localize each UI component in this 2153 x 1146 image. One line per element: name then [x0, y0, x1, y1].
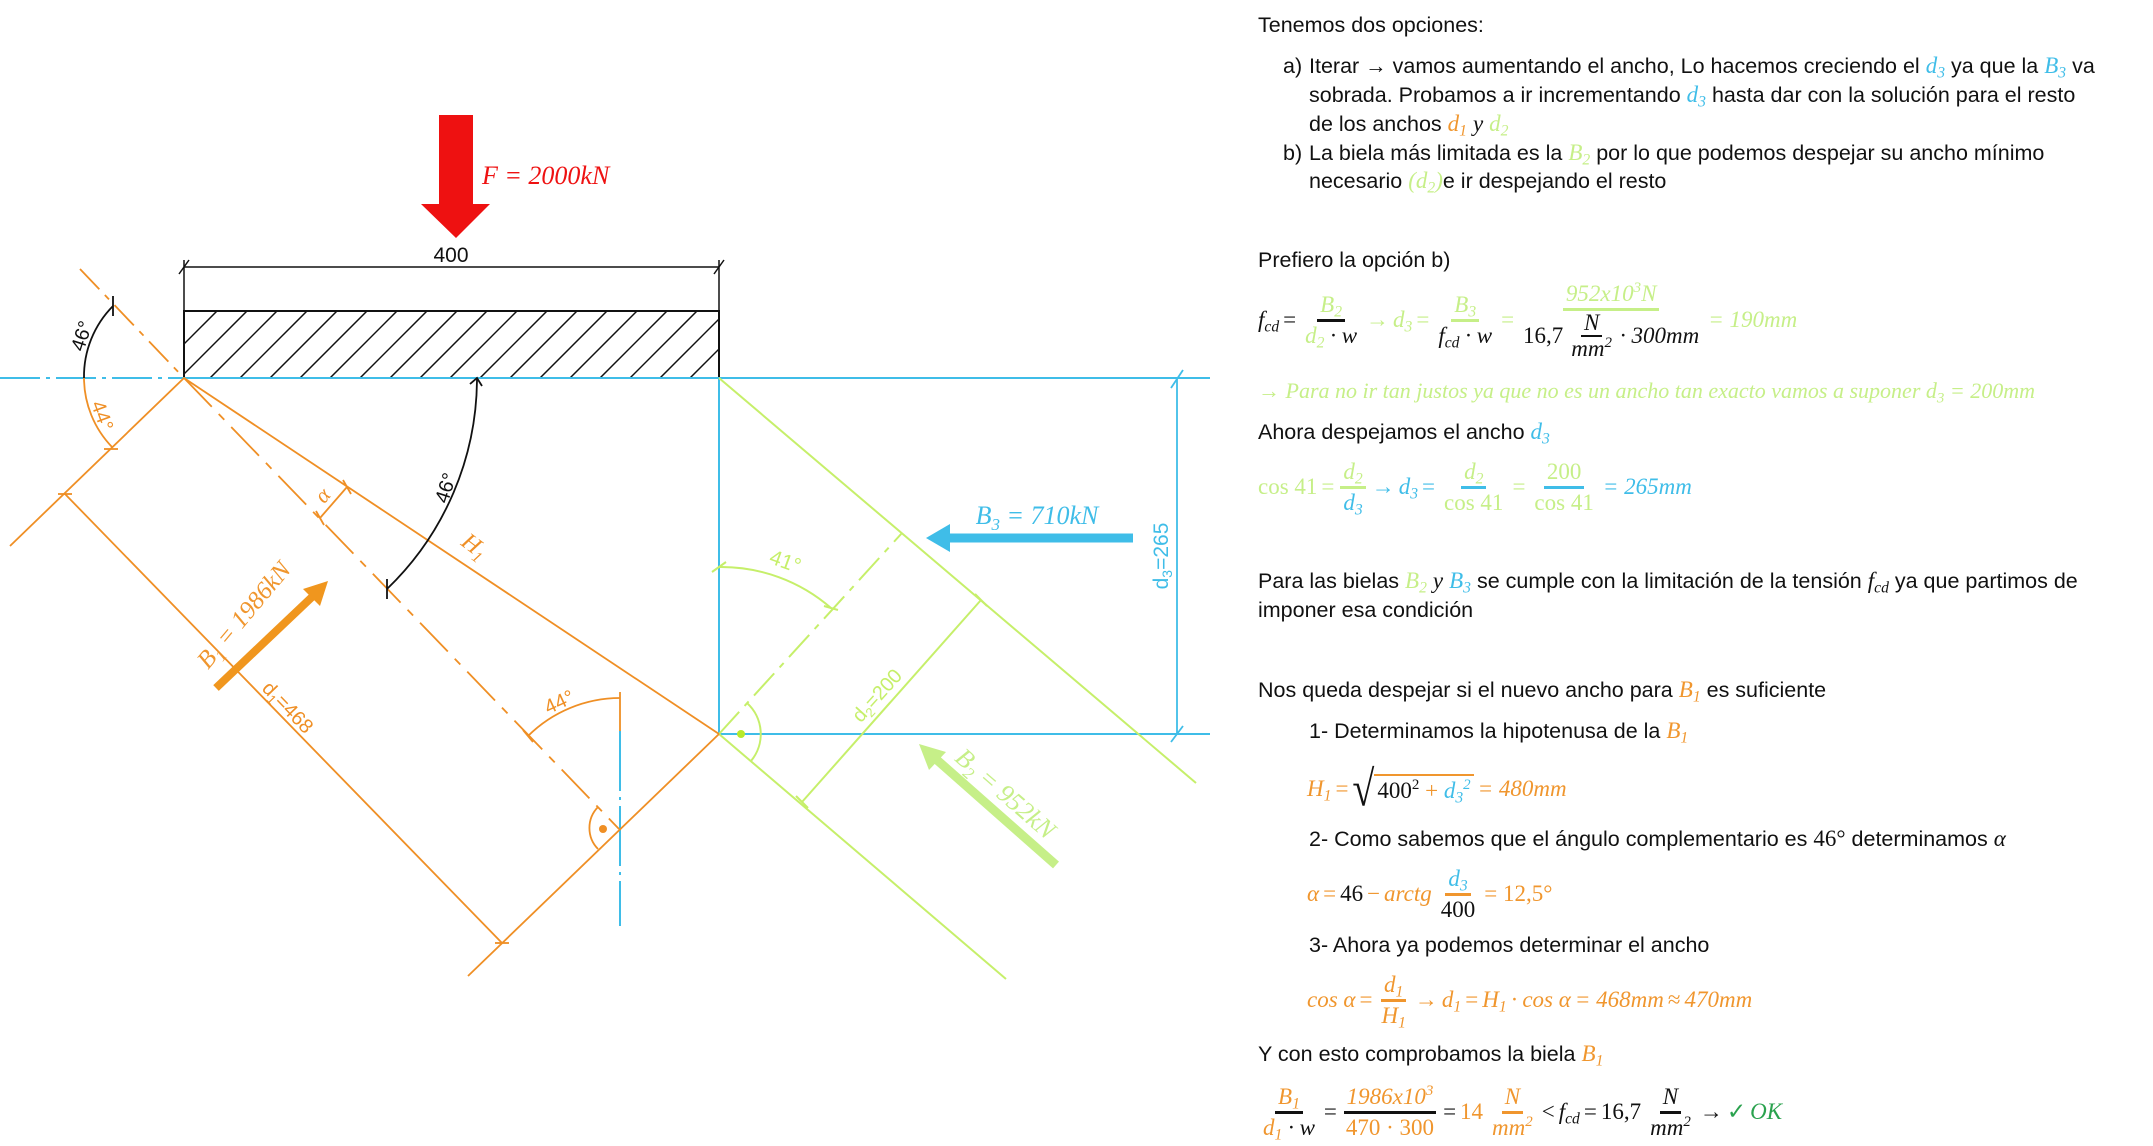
- hatch-line: [209, 311, 278, 378]
- B3-arrow-head: [926, 524, 950, 552]
- force-arrow-F: [421, 115, 490, 238]
- equation-H1: H1 = √4002 + d32 = 480mm: [1307, 760, 1567, 817]
- hatch-line: [569, 311, 638, 378]
- d1-dimension-label: d1=468: [256, 677, 317, 739]
- angle-41-label: 41°: [766, 546, 804, 578]
- hatch-line: [299, 311, 368, 378]
- option-b-line-2: necesario (d2)e ir despejando el resto: [1309, 168, 1667, 197]
- angle-44-bottom-label: 44°: [541, 686, 578, 719]
- d3-dimension-label: d3=265: [1150, 523, 1175, 590]
- B2-arrow-shaft: [934, 756, 1059, 869]
- para-bielas-line-2: imponer esa condición: [1258, 598, 1474, 622]
- option-a-line-1: Iterar → vamos aumentando el ancho, Lo h…: [1309, 53, 2095, 82]
- hatch-line: [629, 311, 698, 378]
- B2-strut-lines: [711, 377, 1197, 980]
- var-B3: B3: [2044, 53, 2067, 82]
- hatch-line: [599, 311, 668, 378]
- hatch-line: [389, 311, 458, 378]
- hatch-line: [184, 311, 218, 346]
- step-2-text: 2- Como sabemos que el ángulo complement…: [1309, 826, 2006, 851]
- hatch-line: [419, 311, 488, 378]
- hatch-line: [720, 311, 787, 378]
- nos-queda-text: Nos queda despejar si el nuevo ancho par…: [1258, 677, 1827, 706]
- hatch-line: [509, 311, 578, 378]
- width-dimension: [178, 259, 725, 311]
- check-icon: ✓: [1726, 1099, 1747, 1124]
- angle-46-left-label: 46°: [67, 318, 97, 354]
- prefiero-text: Prefiero la opción b): [1258, 248, 1451, 272]
- B1-right-angle-dot: [599, 825, 607, 833]
- hatch-line: [184, 311, 248, 376]
- B2-label: B2 = 952kN: [947, 742, 1063, 849]
- hatch-line: [750, 311, 817, 378]
- d3-dimension: [1170, 369, 1184, 743]
- step-1-text: 1- Determinamos la hipotenusa de la B1: [1309, 718, 1689, 747]
- var-d3: d3: [1925, 53, 1945, 82]
- black-angle-arcs: [83, 296, 483, 599]
- angle-44-left-label: 44°: [86, 398, 117, 434]
- B2-right-angle-dot: [737, 730, 745, 738]
- suponer-d3-note: → Para no ir tan justos ya que no es un …: [1258, 378, 2035, 407]
- B1-strut-lines: [9, 268, 720, 977]
- hatch-line: [449, 311, 518, 378]
- hatch-line: [269, 311, 338, 378]
- angle-46-main-label: 46°: [431, 470, 461, 506]
- B1-arrow-head: [303, 581, 328, 606]
- ok-label: OK: [1750, 1099, 1783, 1124]
- hatch-line: [329, 311, 398, 378]
- B2-arrow-head: [919, 744, 946, 770]
- option-a-line-2: sobrada. Probamos a ir incrementando d3 …: [1309, 82, 2076, 111]
- width-dimension-label: 400: [433, 244, 468, 267]
- ycon-text: Y con esto comprobamos la biela B1: [1258, 1041, 1604, 1070]
- option-b-line-1: La biela más limitada es la B2 por lo qu…: [1309, 140, 2045, 169]
- hatched-plate: [183, 310, 817, 379]
- strut-and-tie-diagram: F = 2000kN 400 d3=265 B3 = 710kN: [0, 115, 1210, 980]
- blue-construction-lines: [0, 377, 1210, 926]
- intro-text: Tenemos dos opciones:: [1258, 13, 1484, 37]
- hatch-line: [659, 317, 719, 378]
- B1-arrow-shaft: [213, 594, 315, 691]
- hatch-line: [689, 347, 719, 378]
- B3-label: B3 = 710kN: [976, 501, 1100, 534]
- hatch-line: [479, 311, 548, 378]
- ahora-text: Ahora despejamos el ancho d3: [1258, 419, 1550, 448]
- step-3-text: 3- Ahora ya podemos determinar el ancho: [1309, 933, 1710, 957]
- hatch-line: [239, 311, 308, 378]
- option-a-label: a): [1283, 54, 1303, 78]
- option-b-label: b): [1283, 141, 1303, 165]
- hatch-line: [359, 311, 428, 378]
- force-label: F = 2000kN: [481, 161, 611, 190]
- hatch-line: [539, 311, 608, 378]
- d2-dimension-label: d2=200: [848, 665, 908, 728]
- para-bielas-line-1: Para las bielas B2 y B3 se cumple con la…: [1258, 568, 2078, 597]
- option-a-line-3: de los anchos d1 y d2: [1309, 111, 1509, 140]
